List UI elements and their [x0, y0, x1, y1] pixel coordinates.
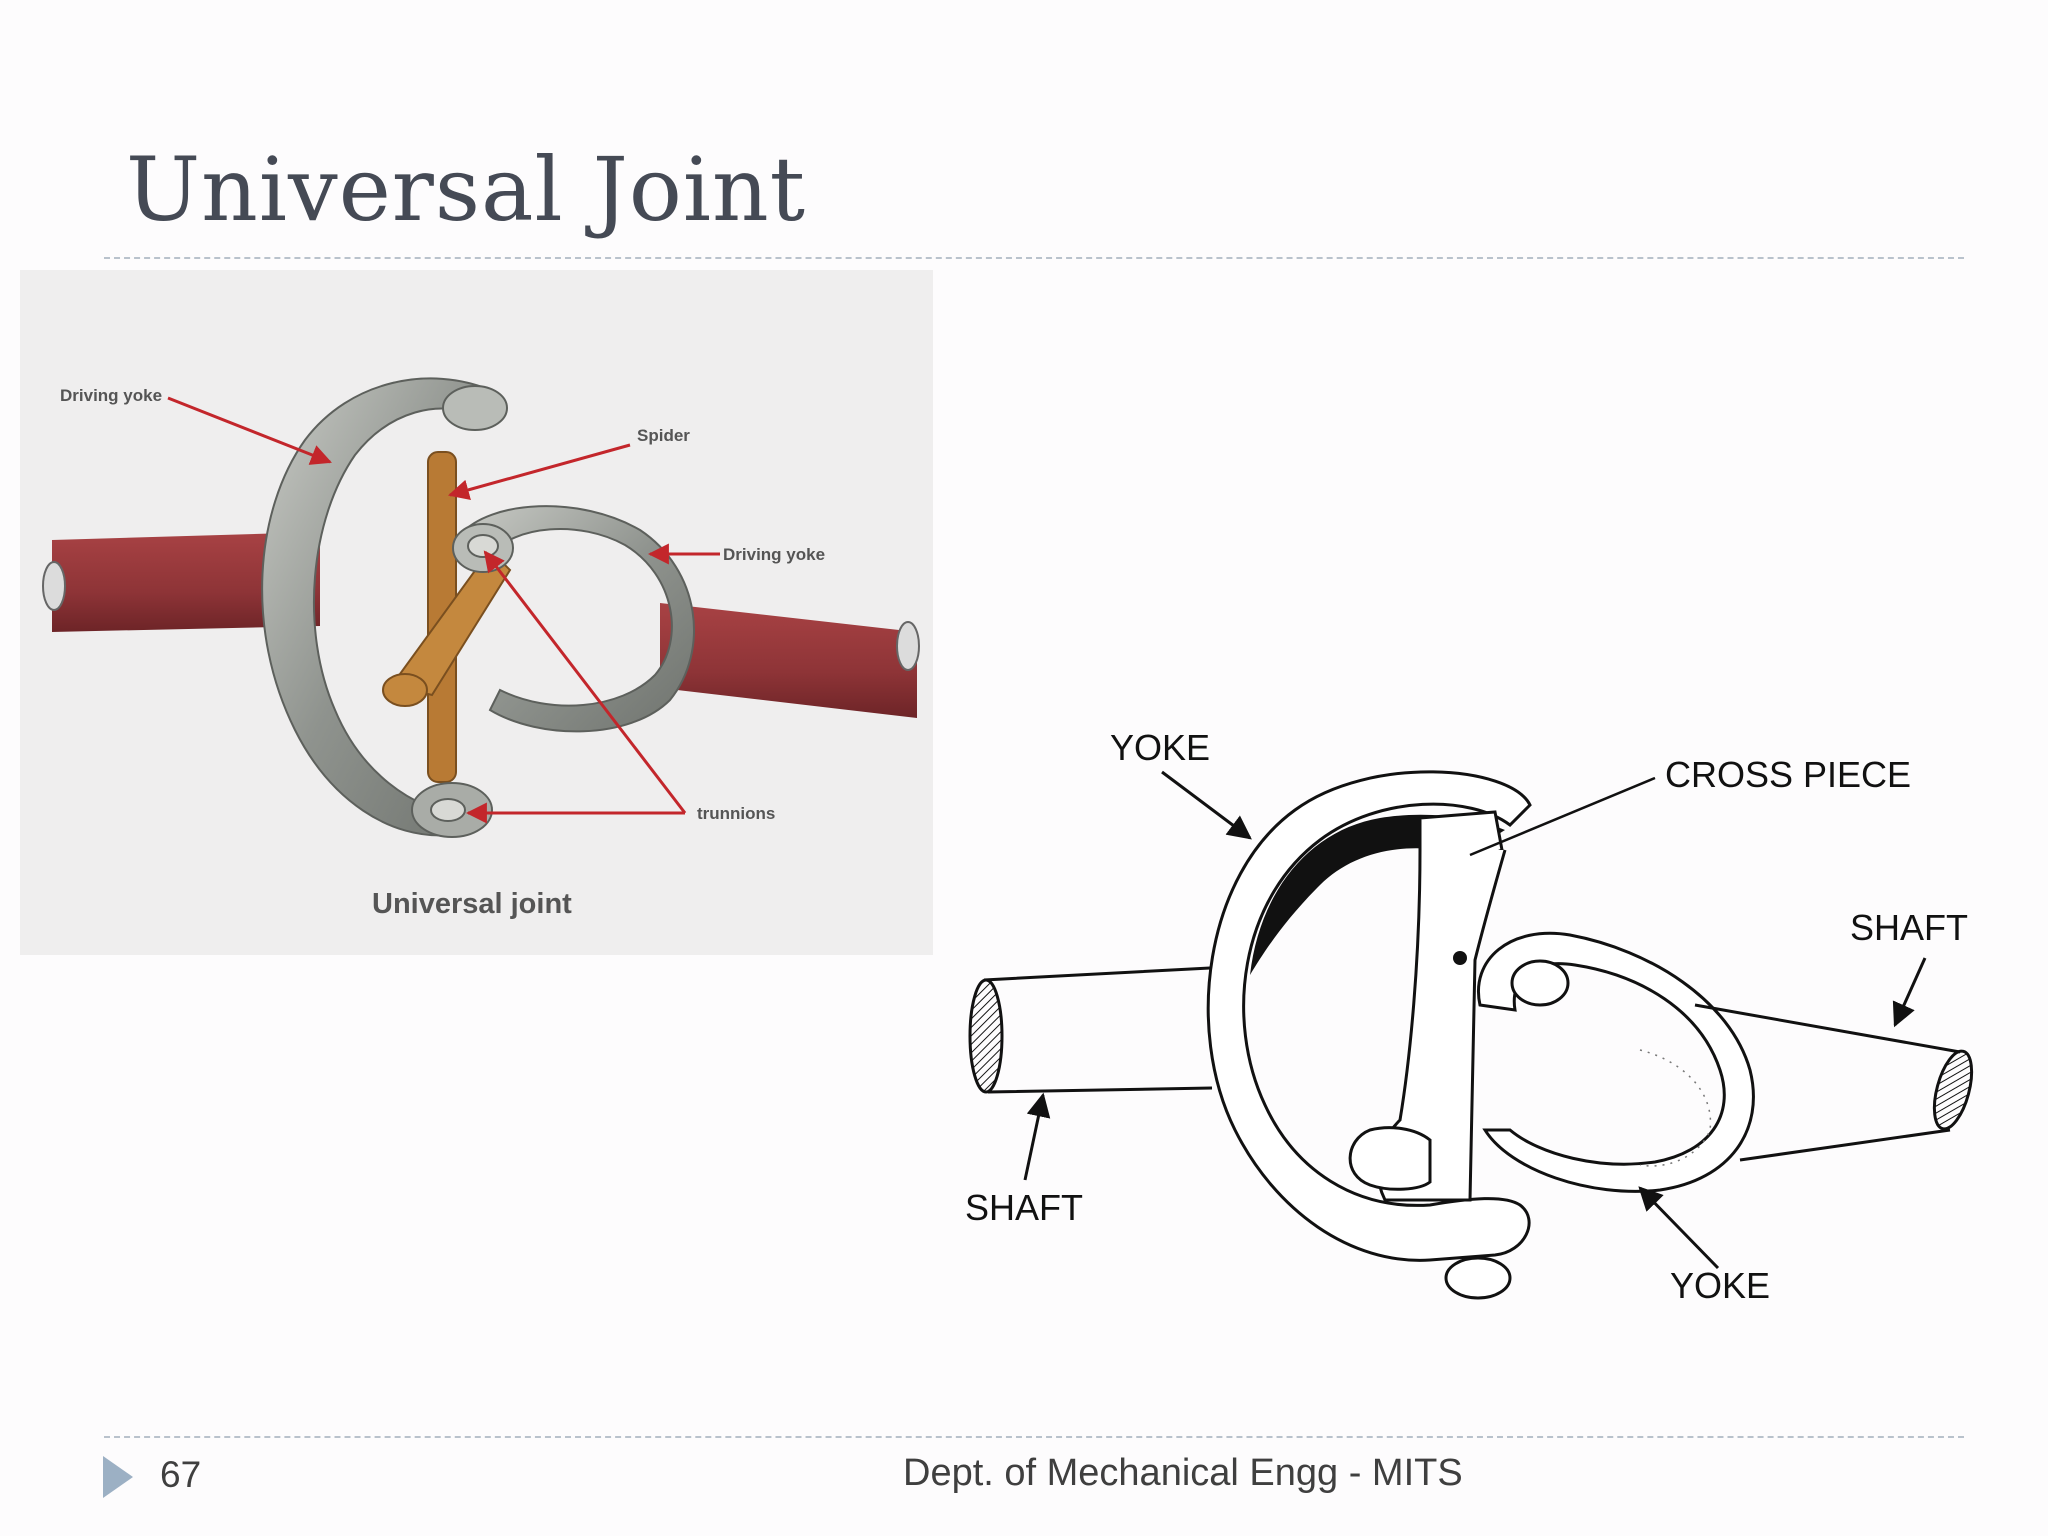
- left-shaft-end: [42, 561, 66, 611]
- label-trunnions: trunnions: [697, 804, 775, 823]
- footer-department: Dept. of Mechanical Engg - MITS: [903, 1452, 1463, 1494]
- right-yoke-inner-shading: [1639, 1049, 1712, 1167]
- title-divider: [104, 257, 1964, 259]
- right-yoke-hole: [1510, 959, 1570, 1007]
- yoke-top-lug: [442, 385, 508, 431]
- yoke-inner-shadow: [1250, 814, 1505, 975]
- label-yoke-top: YOKE: [1110, 727, 1210, 768]
- label-driving-yoke-top: Driving yoke: [60, 386, 162, 405]
- arrow-spider: [447, 443, 631, 501]
- right-shaft: [660, 603, 917, 718]
- label-shaft-left: SHAFT: [965, 1187, 1083, 1228]
- universal-joint-line-drawing: YOKE CROSS PIECE SHAFT SHAFT YOKE: [965, 727, 1974, 1306]
- line-left-shaft: [983, 966, 1213, 1094]
- label-cross-piece: CROSS PIECE: [1665, 754, 1911, 795]
- line-left-shaft-end: [968, 978, 1004, 1094]
- slide-title: Universal Joint: [126, 138, 807, 241]
- trunnion-hole-bottom: [430, 798, 466, 822]
- footer-triangle-icon: [103, 1456, 133, 1498]
- arrow-cross-piece: [1469, 776, 1656, 857]
- cross-piece-center-dot: [1453, 951, 1467, 965]
- left-shaft: [52, 532, 320, 632]
- arrow-trunnion-top: [483, 550, 687, 814]
- label-spider: Spider: [637, 426, 690, 445]
- arrow-driving-yoke-top: [167, 396, 332, 465]
- illustration-caption: Universal joint: [372, 888, 572, 920]
- right-shaft-end: [896, 621, 920, 671]
- line-yoke-right: [1477, 931, 1755, 1193]
- arrow-yoke-top: [1161, 770, 1252, 840]
- line-right-shaft-end: [1932, 1049, 1974, 1131]
- label-shaft-right: SHAFT: [1850, 907, 1968, 948]
- arrow-shaft-left: [1023, 1092, 1051, 1181]
- universal-joint-color-illustration: Driving yoke Spider Driving yoke trunnio…: [20, 270, 933, 955]
- label-yoke-bottom: YOKE: [1670, 1265, 1770, 1306]
- spider-left-trunnion: [382, 673, 428, 707]
- label-driving-yoke-right: Driving yoke: [723, 545, 825, 564]
- cross-piece-bottom-trunnion: [1348, 1126, 1432, 1191]
- page-number: 67: [160, 1454, 202, 1495]
- arrow-yoke-bottom: [1638, 1186, 1720, 1270]
- bottom-lug-hole: [1444, 1256, 1512, 1300]
- footer-divider: [104, 1436, 1964, 1438]
- line-yoke-left: [1206, 770, 1532, 1262]
- line-right-shaft: [1694, 1003, 1961, 1162]
- trunnion-hole-top: [467, 534, 499, 558]
- arrow-shaft-right: [1892, 957, 1927, 1028]
